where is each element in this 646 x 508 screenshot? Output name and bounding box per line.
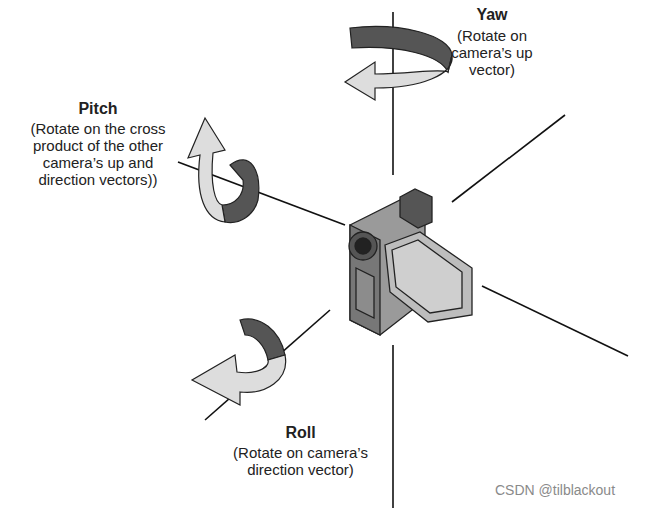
- camcorder: [349, 189, 472, 335]
- axis-description: (Rotate on camera’s up vector): [442, 27, 542, 78]
- axis-description: (Rotate on camera’s direction vector): [233, 444, 368, 478]
- watermark: CSDN @tilblackout: [495, 482, 635, 499]
- rotation-arrows: [188, 27, 452, 405]
- axis-title: Pitch: [23, 100, 173, 117]
- axis-lines: [178, 12, 628, 508]
- axis-description: (Rotate on the cross product of the othe…: [23, 120, 173, 188]
- axis-title: Roll: [233, 424, 368, 441]
- axis-title: Yaw: [432, 6, 552, 23]
